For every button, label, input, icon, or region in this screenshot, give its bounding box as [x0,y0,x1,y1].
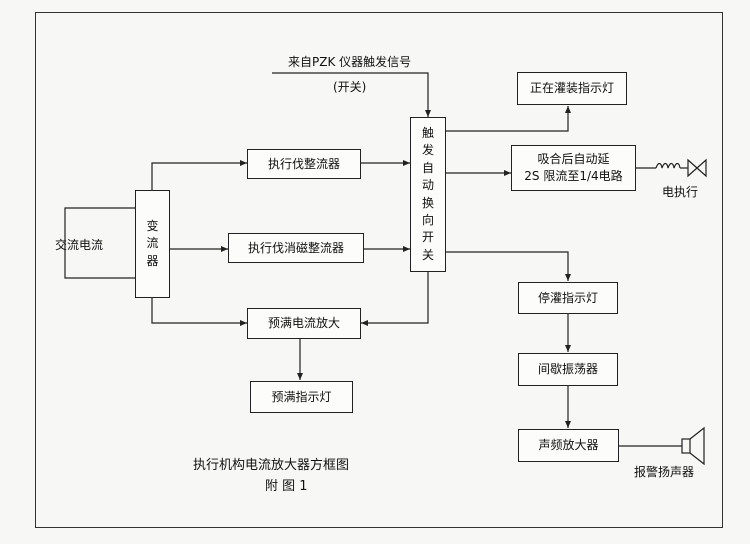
preamp-box: 预满电流放大 [247,308,361,339]
speaker-icon [681,426,705,466]
caption-subtitle: 附 图 1 [265,479,308,494]
rectifier-box: 执行伐整流器 [247,149,361,179]
transformer-box: 变 流 器 [135,190,170,298]
switch-char-6: 向 [421,212,434,227]
demag-rectifier-box: 执行伐消磁整流器 [228,233,364,263]
switch-char-4: 动 [421,178,434,193]
switch-char-2: 发 [421,143,434,158]
filling-lamp-box: 正在灌装指示灯 [517,72,627,105]
limiter-line-1: 吸合后自动延 [537,151,610,166]
switch-char-1: 触 [421,125,434,140]
audio-amp-box: 声频放大器 [518,429,619,462]
trigger-label: 来自PZK 仪器触发信号 [288,55,412,69]
trigger-sublabel: (开关) [333,80,367,94]
oscillator-box: 间歇振荡器 [518,353,618,386]
switch-char-3: 自 [421,160,434,175]
speaker-label: 报警扬声器 [634,465,695,479]
caption-title: 执行机构电流放大器方框图 [193,458,350,473]
actuator-label: 电执行 [662,185,699,199]
valve-icon [687,158,707,178]
limiter-line-2: 2S 限流至1/4电路 [524,169,623,183]
transformer-char-1: 变 [146,218,159,233]
auto-switch-box: 触 发 自 动 换 向 开 关 [410,117,446,272]
stop-lamp-box: 停灌指示灯 [518,282,618,314]
transformer-char-3: 器 [146,253,159,268]
limiter-box: 吸合后自动延 2S 限流至1/4电路 [511,145,636,191]
drawing-frame [35,12,723,528]
transformer-char-2: 流 [146,236,159,251]
switch-char-7: 开 [421,230,434,245]
switch-char-8: 关 [421,247,434,262]
full-lamp-box: 预满指示灯 [250,381,353,413]
ac-input-label: 交流电流 [55,238,104,252]
switch-char-5: 换 [421,195,434,210]
